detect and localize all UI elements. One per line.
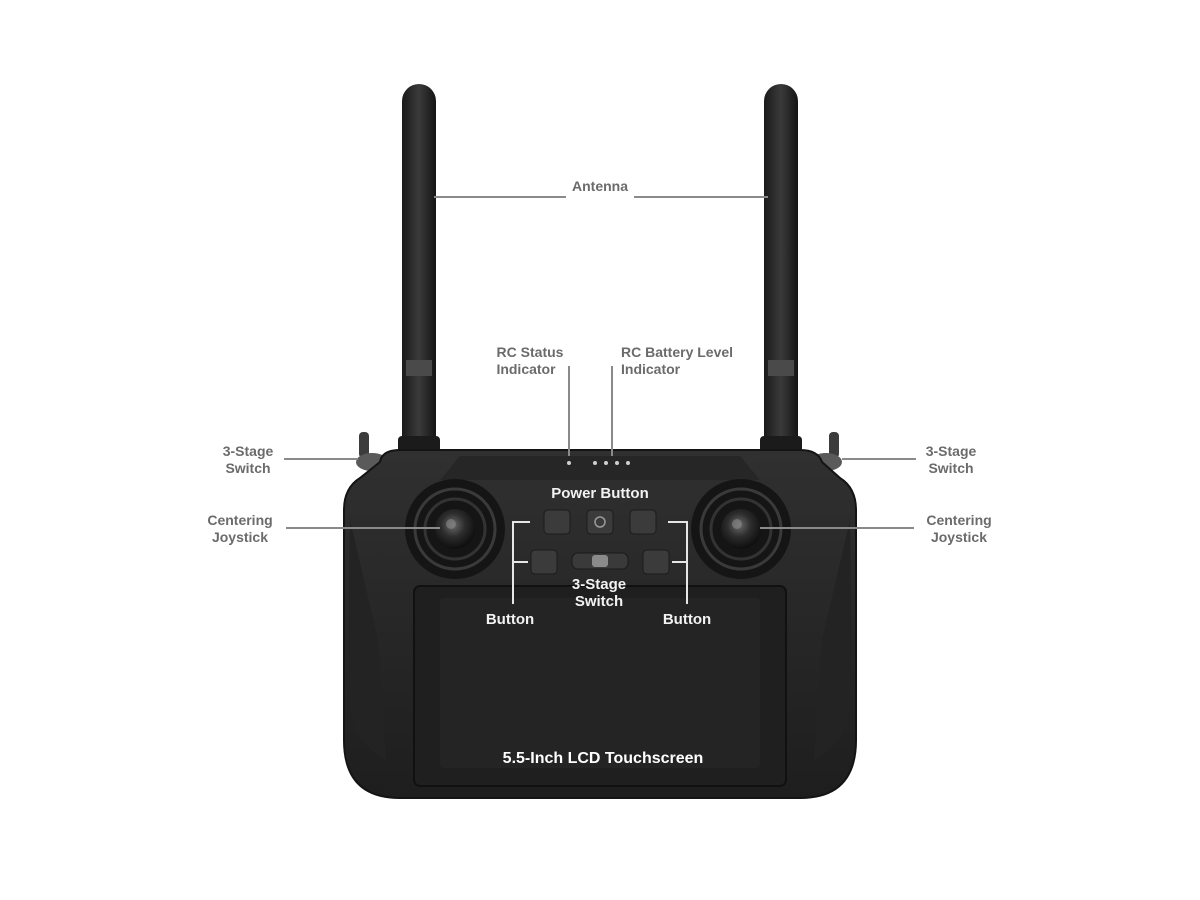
right-joystick-label-line1: Centering [926, 512, 991, 528]
left-centering-joystick [405, 479, 505, 579]
rc-status-indicator [567, 461, 571, 465]
center-switch-label-line2: Switch [575, 593, 623, 610]
left-switch-label-line2: Switch [225, 460, 270, 476]
left-button-label: Button [486, 611, 534, 628]
left-switch-label-line1: 3-Stage [223, 443, 274, 459]
rc-status-label-line1: RC Status [497, 344, 564, 360]
center-switch-label-line1: 3-Stage [572, 576, 626, 593]
rc-battery-level-indicator [593, 461, 630, 465]
rc-battery-label-line1: RC Battery Level [621, 344, 733, 360]
left-antenna [398, 84, 440, 458]
top-right-button [629, 509, 657, 535]
antenna-label: Antenna [572, 178, 628, 194]
power-button-label: Power Button [551, 485, 649, 502]
lcd-touchscreen [413, 585, 787, 787]
bottom-left-button [530, 549, 558, 575]
right-antenna [760, 84, 802, 458]
screen-label: 5.5-Inch LCD Touchscreen [503, 750, 704, 767]
power-button [586, 509, 614, 535]
center-3-stage-switch [571, 552, 629, 570]
left-joystick-label-line2: Joystick [212, 529, 268, 545]
bottom-right-button [642, 549, 670, 575]
right-switch-label-line1: 3-Stage [926, 443, 977, 459]
right-joystick-label-line2: Joystick [931, 529, 987, 545]
left-joystick-label-line1: Centering [207, 512, 272, 528]
top-left-button [543, 509, 571, 535]
rc-status-label-line2: Indicator [496, 361, 556, 377]
right-button-label: Button [663, 611, 711, 628]
right-switch-label-line2: Switch [928, 460, 973, 476]
leader-lines [284, 196, 916, 604]
rc-battery-label-line2: Indicator [621, 361, 681, 377]
